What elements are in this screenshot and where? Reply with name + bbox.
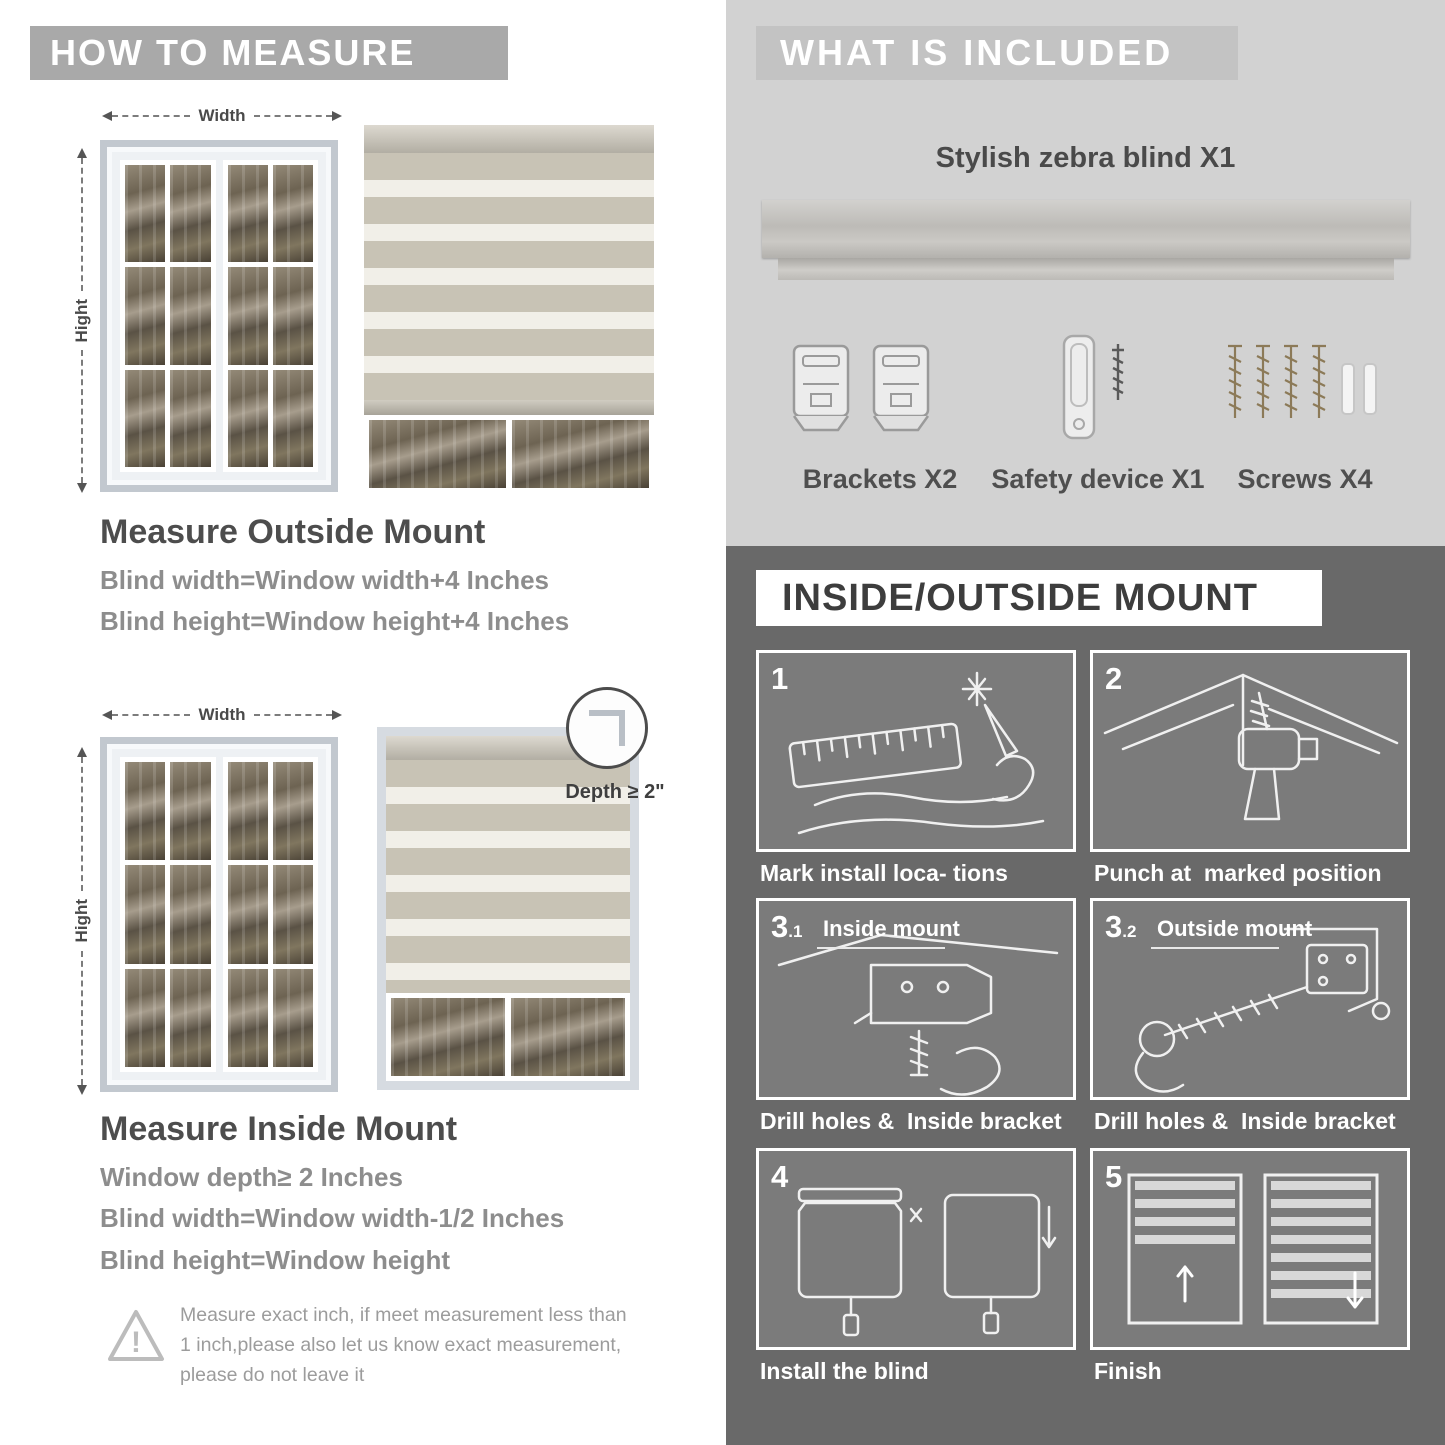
step-panel-2: 2 (1090, 650, 1410, 852)
blind-headrail-bottom (778, 258, 1394, 280)
outside-mount-figure: Width Hight (72, 100, 657, 498)
window-sash (120, 757, 216, 1072)
what-is-included-section: WHAT IS INCLUDED Stylish zebra blind X1 (726, 0, 1445, 546)
step-caption-2: Punch at marked position (1094, 860, 1382, 886)
width-arrow: Width (102, 705, 342, 725)
inside-mount-figure: Width Hight Depth ≥ 2" (72, 687, 692, 1095)
brackets-label: Brackets X2 (802, 464, 958, 494)
how-to-measure-section: HOW TO MEASURE Width Hight Measure Outsi… (0, 0, 712, 1445)
arrow-up-icon (77, 148, 87, 158)
warning-text: Measure exact inch, if meet measurement … (180, 1304, 627, 1387)
window-sash (222, 160, 318, 472)
svg-text:!: ! (131, 1326, 141, 1359)
step-number: 5 (1105, 1159, 1123, 1194)
width-label: Width (198, 705, 246, 724)
zebra-blind-outside-illustration (364, 125, 654, 493)
step-caption-1: Mark install loca- tions (760, 860, 1008, 886)
height-arrow: Hight (72, 148, 92, 493)
how-to-measure-header: HOW TO MEASURE (30, 26, 508, 80)
height-label: Hight (72, 899, 91, 943)
width-arrow: Width (102, 106, 342, 126)
step-caption-3-1: Drill holes & Inside bracket (760, 1108, 1062, 1134)
mount-instructions-section: INSIDE/OUTSIDE MOUNT 1 2 (726, 546, 1445, 1445)
safety-device-icon (1058, 332, 1134, 444)
step-number: 3.2 (1105, 909, 1137, 944)
safety-device-label: Safety device X1 (991, 464, 1205, 494)
zebra-blind-inside-illustration (377, 727, 639, 1090)
window-sash (222, 757, 318, 1072)
arrow-right-icon (332, 710, 342, 720)
step-title: Inside mount (823, 916, 960, 941)
finish-illustration (1127, 1173, 1379, 1325)
inside-bracket-illustration (777, 933, 1059, 1096)
blind-headrail-image (762, 200, 1410, 258)
arrow-up-icon (77, 747, 87, 757)
height-label: Hight (72, 298, 91, 343)
arrow-down-icon (77, 483, 87, 493)
frame-corner-icon (589, 710, 625, 746)
arrow-left-icon (102, 710, 112, 720)
step-caption-3-2: Drill holes & Inside bracket (1094, 1108, 1396, 1134)
install-blind-illustration (797, 1187, 1057, 1337)
outside-mount-line1: Blind width=Window width+4 Inches (100, 565, 549, 595)
width-label: Width (198, 106, 246, 125)
screws-icon (1220, 338, 1388, 446)
inside-mount-heading: Measure Inside Mount (100, 1110, 458, 1148)
title-underline (1151, 947, 1279, 949)
arrow-left-icon (102, 111, 112, 121)
step-panel-3-2: 3.2 Outside mount (1090, 898, 1410, 1100)
height-arrow: Hight (72, 747, 92, 1095)
step-number: 3.1 (771, 909, 803, 944)
window-illustration (100, 737, 338, 1092)
screws-label: Screws X4 (1237, 464, 1373, 494)
mark-location-illustration (788, 671, 1045, 835)
what-is-included-header: WHAT IS INCLUDED (756, 26, 1238, 80)
outside-mount-heading: Measure Outside Mount (100, 513, 486, 551)
inside-mount-line2: Blind width=Window width-1/2 Inches (100, 1203, 565, 1233)
title-underline (817, 947, 945, 949)
mount-header: INSIDE/OUTSIDE MOUNT (756, 570, 1322, 626)
outside-bracket-illustration (1134, 927, 1391, 1093)
blind-title: Stylish zebra blind X1 (935, 142, 1236, 174)
window-illustration (100, 140, 338, 492)
step-title: Outside mount (1157, 916, 1313, 941)
step-panel-1: 1 (756, 650, 1076, 852)
step-panel-5: 5 (1090, 1148, 1410, 1350)
step-caption-4: Install the blind (760, 1358, 929, 1384)
step-number: 4 (771, 1159, 789, 1194)
brackets-icon (786, 338, 946, 446)
arrow-right-icon (332, 111, 342, 121)
inside-mount-line1: Window depth≥ 2 Inches (100, 1162, 403, 1192)
window-sash (120, 160, 216, 472)
arrow-down-icon (77, 1085, 87, 1095)
step-caption-5: Finish (1094, 1358, 1162, 1384)
step-panel-4: 4 (756, 1148, 1076, 1350)
depth-detail-circle (566, 687, 648, 769)
warning-triangle-icon: ! (104, 1306, 168, 1368)
step-number: 1 (771, 661, 789, 696)
step-panel-3-1: 3.1 Inside mount (756, 898, 1076, 1100)
outside-mount-line2: Blind height=Window height+4 Inches (100, 606, 570, 636)
inside-mount-line3: Blind height=Window height (100, 1245, 450, 1275)
step-number: 2 (1105, 661, 1123, 696)
drill-illustration (1103, 673, 1399, 821)
depth-label: Depth ≥ 2" (565, 781, 665, 803)
